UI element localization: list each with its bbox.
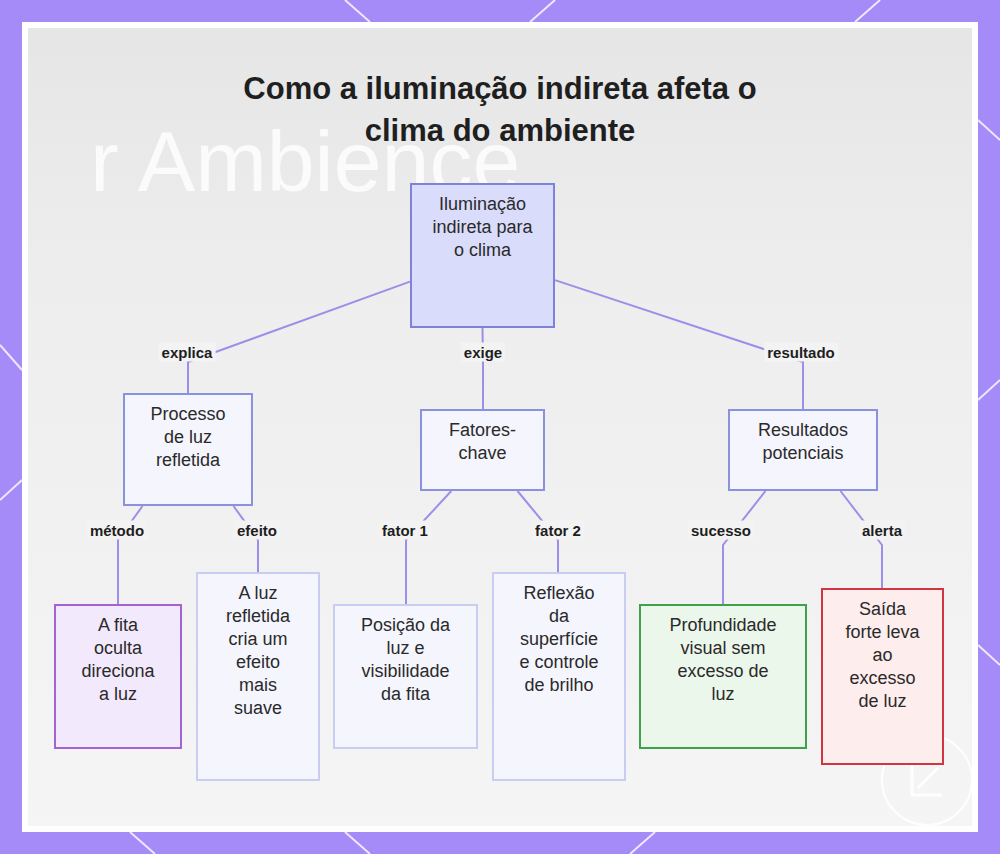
node-text: Processo de luz refletida xyxy=(140,403,236,472)
category-box: Fatores-chave xyxy=(420,409,545,491)
edge-label: explica xyxy=(159,343,216,362)
edge-label: alerta xyxy=(859,521,905,540)
edge-label: exige xyxy=(461,343,505,362)
effect-box: A luz refletida cria um efeito mais suav… xyxy=(196,572,320,781)
tree-connector xyxy=(406,491,451,604)
success-box: Profundidade visual sem excesso de luz xyxy=(639,604,807,749)
tree-connector xyxy=(482,328,485,409)
factor-box: Posição da luz e visibilidade da fita xyxy=(333,604,478,749)
node-text: A luz refletida cria um efeito mais suav… xyxy=(218,582,298,720)
node-text: Reflexão da superfície e controle de bri… xyxy=(513,582,605,697)
node-text: Posição da luz e visibilidade da fita xyxy=(352,614,460,706)
edge-label: fator 2 xyxy=(532,521,584,540)
edge-label: efeito xyxy=(234,521,280,540)
node-text: Saída forte leva ao excesso de luz xyxy=(839,598,927,713)
factor-box: Reflexão da superfície e controle de bri… xyxy=(492,572,626,781)
category-box: Resultados potenciais xyxy=(728,409,878,491)
node-text: Profundidade visual sem excesso de luz xyxy=(665,614,781,706)
root-box: Iluminação indireta para o clima xyxy=(410,183,555,328)
edge-label: sucesso xyxy=(688,521,754,540)
tree-connector xyxy=(723,491,766,604)
logo-icon xyxy=(912,765,942,795)
node-text: Resultados potenciais xyxy=(747,419,859,465)
edge-label: fator 1 xyxy=(379,521,431,540)
panel-background xyxy=(28,28,972,826)
node-text: Iluminação indireta para o clima xyxy=(432,193,534,262)
edge-label: resultado xyxy=(764,343,838,362)
method-box: A fita oculta direciona a luz xyxy=(54,604,182,749)
alert-box: Saída forte leva ao excesso de luz xyxy=(821,588,944,765)
diagram-title: Como a iluminação indireta afeta o clima… xyxy=(200,68,800,152)
category-box: Processo de luz refletida xyxy=(123,393,253,506)
panel-border xyxy=(22,22,978,832)
edge-label: método xyxy=(87,521,147,540)
tree-connector xyxy=(841,491,883,588)
tree-connector xyxy=(188,282,410,393)
node-text: A fita oculta direciona a luz xyxy=(76,614,160,706)
node-text: Fatores-chave xyxy=(438,419,528,465)
